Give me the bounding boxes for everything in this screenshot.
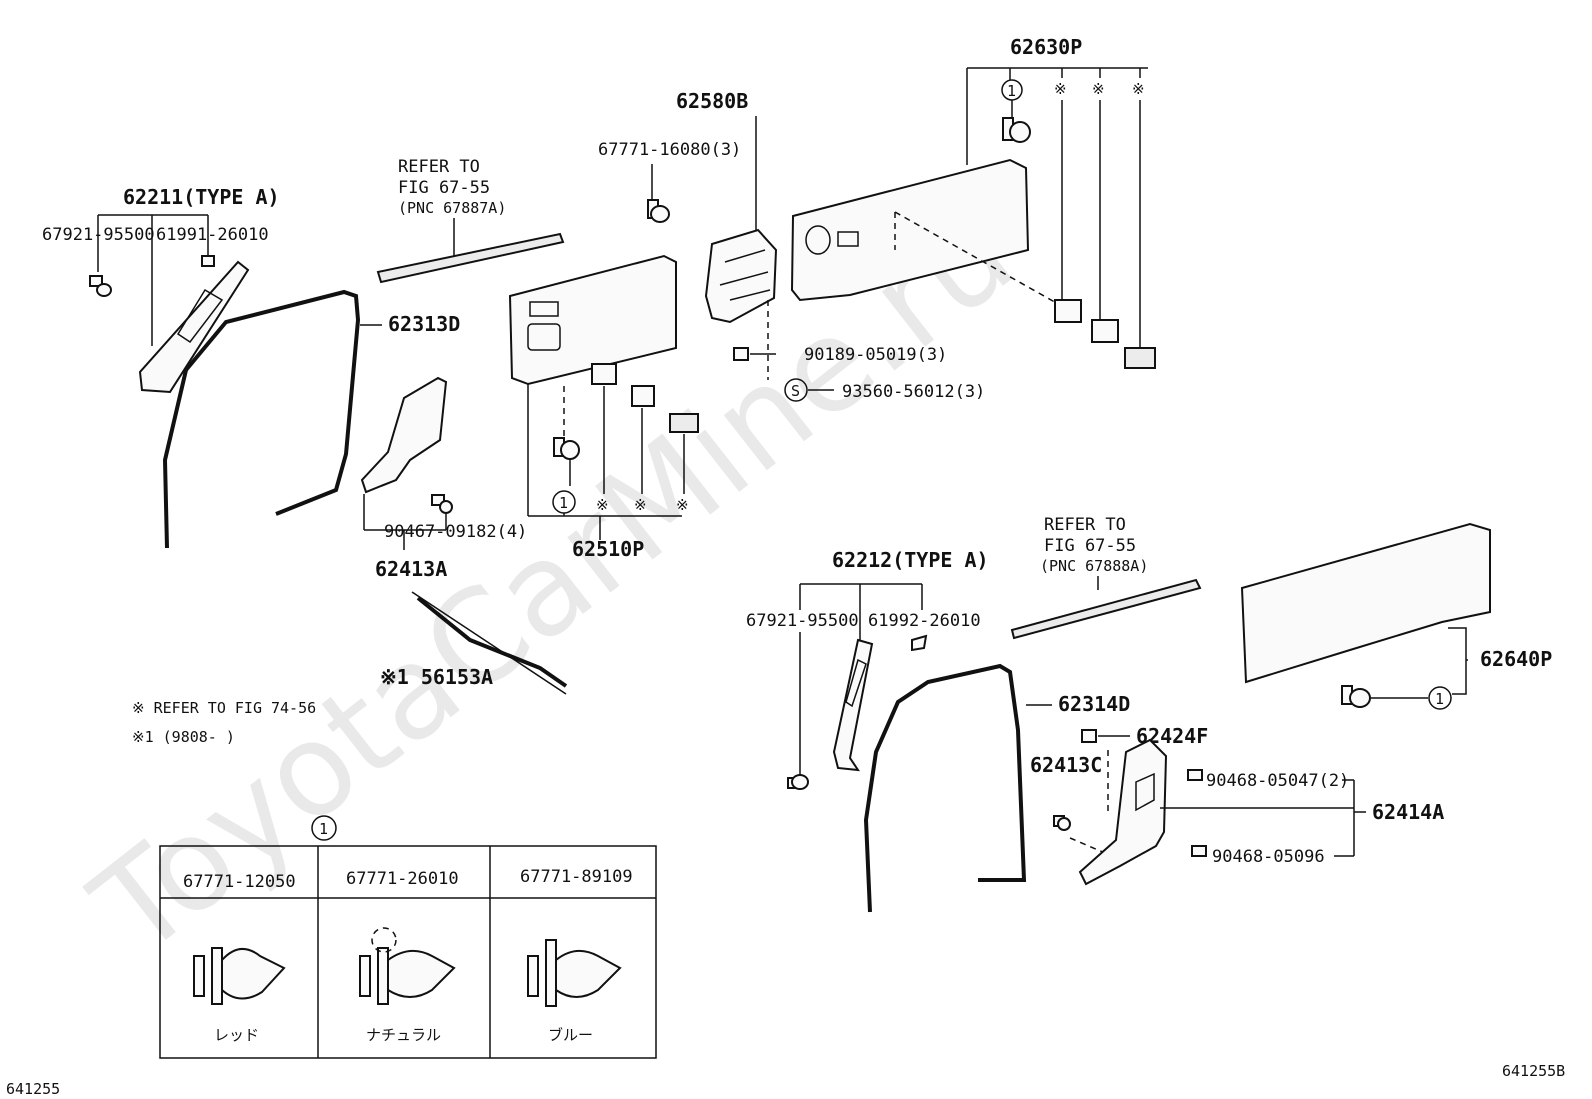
label-56153a: ※1 56153A xyxy=(380,665,493,689)
clip-icon xyxy=(1191,845,1207,857)
retainer-clip-a xyxy=(1054,299,1082,323)
clip-table xyxy=(159,845,657,1059)
clip-drawing xyxy=(193,947,286,1005)
mark-e: ※ xyxy=(634,496,647,514)
table-col-part: 67771-12050 xyxy=(183,872,296,892)
front-door-trim-panel xyxy=(508,254,677,386)
label-62413a: 62413A xyxy=(375,557,447,581)
label-62630p: 62630P xyxy=(1010,35,1082,59)
door-weatherstrip-front xyxy=(162,289,361,549)
table-title: 1 xyxy=(319,820,328,838)
label-62314d: 62314D xyxy=(1058,692,1130,716)
table-col-part: 67771-26010 xyxy=(346,869,459,889)
front-pillar-garnish xyxy=(138,260,250,394)
label-90189: 90189-05019(3) xyxy=(804,345,947,365)
figure-ref-left: 641255 xyxy=(6,1080,60,1098)
label-67771-16080: 67771-16080(3) xyxy=(598,140,741,160)
label-62580b: 62580B xyxy=(676,89,748,113)
table-title-circle xyxy=(311,815,337,841)
mark-f: ※ xyxy=(676,496,689,514)
label-61991: 61991-26010 xyxy=(156,225,269,245)
retainer-clip-b xyxy=(1091,319,1119,343)
clip-drawing xyxy=(359,927,456,1005)
retainer-clip-d xyxy=(631,385,655,407)
refer2-line-c: (PNC 67888A) xyxy=(1040,557,1148,575)
quarter-lower-trim xyxy=(1078,738,1168,886)
note-date-range: ※1 (9808- ) xyxy=(132,728,235,746)
quarter-trim-panel xyxy=(1240,522,1491,684)
screw-icon xyxy=(733,347,749,361)
table-col-color: ナチュラル xyxy=(366,1026,441,1044)
refer2-line-b: FIG 67-55 xyxy=(1044,536,1136,556)
retainer-pad xyxy=(1124,347,1156,369)
s-circle xyxy=(784,378,808,402)
label-67921-95500-b: 67921-95500 xyxy=(746,611,859,631)
label-62640p: 62640P xyxy=(1480,647,1552,671)
circle-1-label: 1 xyxy=(559,494,568,512)
table-col-part: 67771-89109 xyxy=(520,867,633,887)
label-67921-95500-a: 67921-95500 xyxy=(42,225,155,245)
label-90468-05047: 90468-05047(2) xyxy=(1206,771,1349,791)
refer1-line-a: REFER TO xyxy=(398,157,480,177)
refer1-line-b: FIG 67-55 xyxy=(398,178,490,198)
refer1-line-c: (PNC 67887A) xyxy=(398,199,506,217)
table-col-color: レッド xyxy=(214,1026,259,1044)
mark-c: ※ xyxy=(1132,80,1145,98)
label-62211: 62211(TYPE A) xyxy=(123,185,280,209)
label-62510p: 62510P xyxy=(572,537,644,561)
clip-icon xyxy=(553,437,580,460)
mark-d: ※ xyxy=(596,496,609,514)
screw-icon xyxy=(89,275,112,297)
rear-door-trim-panel xyxy=(790,158,1030,302)
screw-icon xyxy=(1053,815,1071,831)
clip-ref-circle xyxy=(1428,686,1452,710)
belt-moulding-front xyxy=(376,232,565,284)
label-62313d: 62313D xyxy=(388,312,460,336)
lower-pillar-trim xyxy=(360,376,448,494)
mark-b: ※ xyxy=(1092,80,1105,98)
retainer-pad-b xyxy=(669,413,699,433)
note-refer-fig: ※ REFER TO FIG 74-56 xyxy=(132,699,316,717)
label-62413c: 62413C xyxy=(1030,753,1102,777)
circle-1-label: 1 xyxy=(1435,690,1444,708)
door-weatherstrip-rear xyxy=(863,663,1027,913)
figure-ref-right: 641255B xyxy=(1502,1062,1565,1080)
bracket-icon xyxy=(201,255,215,267)
label-93560: 93560-56012(3) xyxy=(842,382,985,402)
belt-moulding-rear xyxy=(1010,578,1202,640)
retainer-clip-c xyxy=(591,363,617,385)
clip-icon xyxy=(1002,117,1031,143)
label-62212: 62212(TYPE A) xyxy=(832,548,989,572)
bracket-icon xyxy=(911,634,928,652)
circle-s-label: S xyxy=(791,382,800,400)
clip-drawing xyxy=(527,939,622,1007)
label-90468-05096: 90468-05096 xyxy=(1212,847,1325,867)
circle-1-label: 1 xyxy=(1007,82,1016,100)
mark-a: ※ xyxy=(1054,80,1067,98)
screw-icon xyxy=(431,494,453,514)
screw-icon xyxy=(787,774,809,790)
clip-icon xyxy=(1187,769,1203,781)
label-62414a: 62414A xyxy=(1372,800,1444,824)
clip-icon xyxy=(647,199,670,223)
table-col-color: ブルー xyxy=(548,1026,593,1044)
refer2-line-a: REFER TO xyxy=(1044,515,1126,535)
hook-icon xyxy=(1081,729,1097,743)
inner-handle-bezel xyxy=(704,228,778,324)
label-61992: 61992-26010 xyxy=(868,611,981,631)
label-90467: 90467-09182(4) xyxy=(384,522,527,542)
clip-icon xyxy=(1341,685,1371,708)
